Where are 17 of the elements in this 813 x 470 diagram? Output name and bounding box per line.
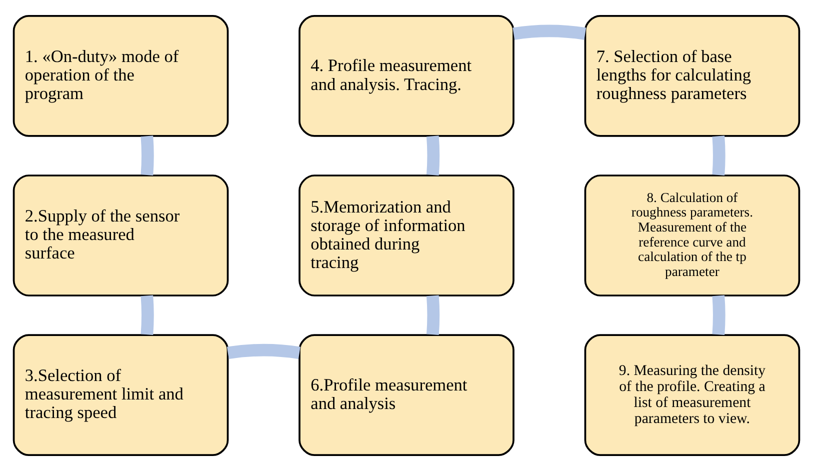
connector: [712, 135, 726, 175]
connector: [426, 294, 440, 334]
node-box: 6.Profile measurement and analysis: [298, 334, 514, 456]
connector: [140, 294, 154, 334]
node-box: 7. Selection of base lengths for calculating roughness parameters: [584, 14, 800, 136]
node-box: 2.Supply of the sensor to the measured surface: [12, 174, 229, 296]
node-box: 1. «On-duty» mode of operation of the program: [12, 14, 229, 136]
connector: [426, 135, 440, 175]
connector: [227, 343, 300, 359]
node-box: 3.Selection of measurement limit and tracing speed: [12, 334, 229, 456]
connector: [512, 24, 586, 40]
node-box: 8. Calculation of roughness parameters. Measurement of the reference curve and calculation of the tp parameter: [584, 174, 800, 296]
connector: [140, 135, 154, 175]
node-box: 5.Memorization and storage of information obtained during tracing: [298, 174, 514, 296]
connector: [712, 294, 726, 334]
node-box: 4. Profile measurement and analysis. Tracing.: [298, 14, 514, 136]
node-box: 9. Measuring the density of the profile. Creating a list of measurement parameters to view.: [584, 334, 800, 456]
